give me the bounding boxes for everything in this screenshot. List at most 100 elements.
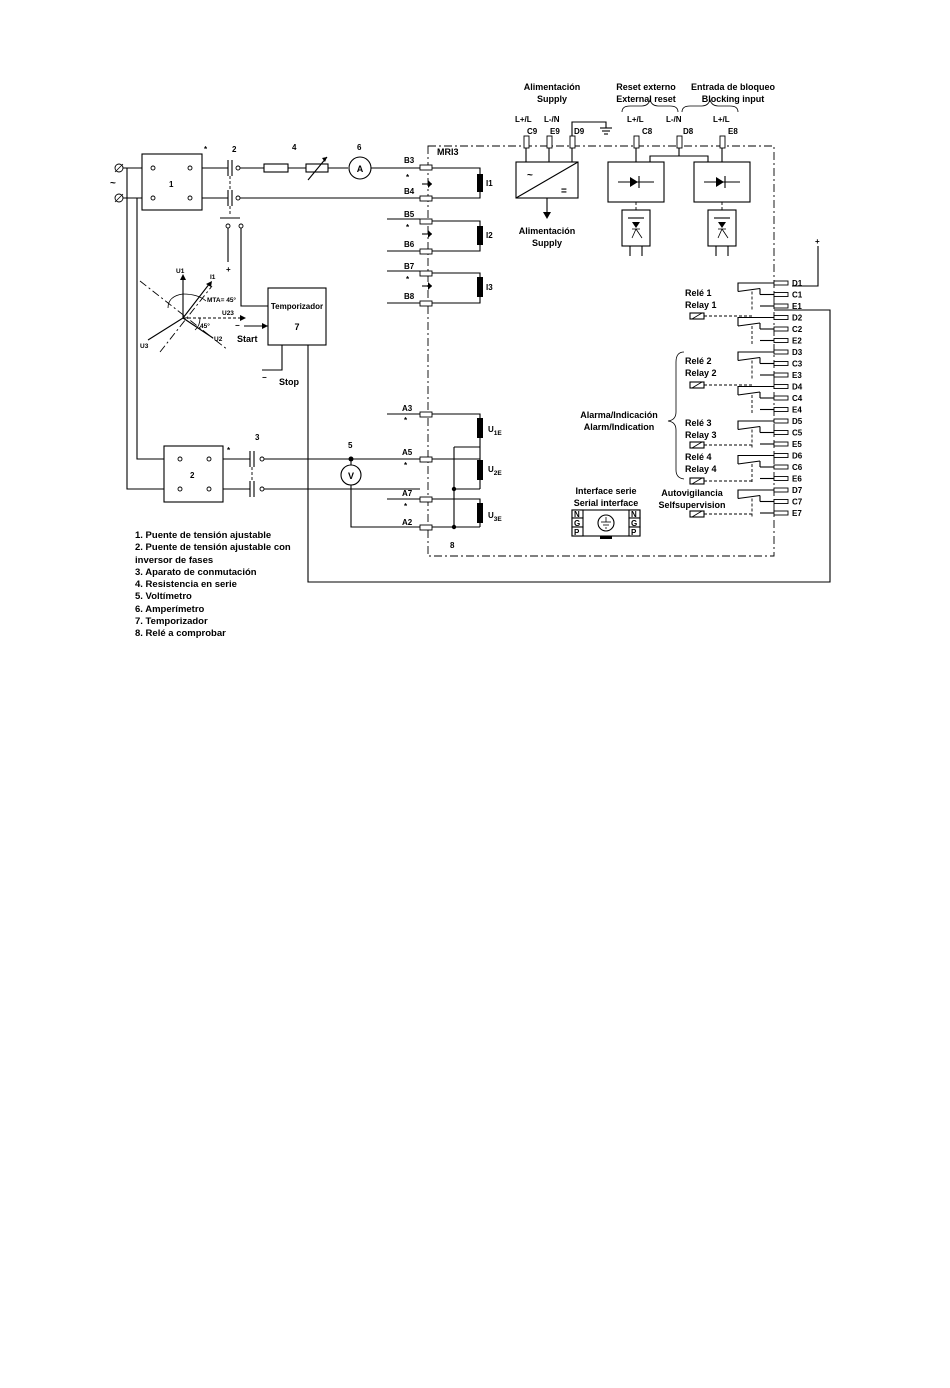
- voltage-input-u3e: U3E: [488, 511, 502, 523]
- blocking-title-es: Entrada de bloqueo: [691, 82, 776, 92]
- supply-title-en: Supply: [537, 94, 567, 104]
- legend-item: inversor de fases: [135, 554, 214, 566]
- terminal-socket: [773, 510, 789, 516]
- terminal-d9: D9: [574, 127, 585, 136]
- terminal-c9: C9: [527, 127, 538, 136]
- terminal-e1: E1: [792, 302, 802, 311]
- source-section: ~ 1 * 2 + 4 6: [110, 143, 420, 307]
- terminal-a2: A2: [402, 518, 413, 527]
- relay-1-en: Relay 1: [685, 300, 717, 310]
- terminal-d3: D3: [792, 348, 803, 357]
- supply-term-lplus: L+/L: [515, 115, 532, 124]
- svg-text:*: *: [404, 502, 408, 511]
- serial-g-right: G: [631, 519, 637, 528]
- terminal-socket: [773, 338, 789, 343]
- terminal-socket: [773, 292, 789, 297]
- phasor-mta: MTA= 45°: [207, 296, 236, 304]
- earth-circle-icon: [597, 514, 615, 532]
- timer-stop: Stop: [279, 377, 299, 387]
- bridge-2-number: 2: [190, 471, 195, 480]
- terminal-c2: C2: [792, 325, 803, 334]
- serial-interface: Interface serie Serial interface N G P N…: [571, 486, 641, 539]
- dc-symbol: =: [561, 186, 567, 197]
- diode-icon: [716, 177, 724, 187]
- legend-item: 3. Aparato de conmutación: [135, 566, 257, 578]
- digital-inputs-section: Reset externo External reset Entrada de …: [607, 82, 776, 256]
- terminal-socket: [773, 441, 789, 447]
- device-number: 8: [450, 541, 455, 550]
- current-input-i2: I2: [486, 231, 493, 240]
- supply-title-es: Alimentación: [524, 82, 581, 92]
- output-plus-sign: +: [815, 237, 820, 246]
- terminal-c8: C8: [642, 127, 653, 136]
- device-label: MRI3: [437, 147, 459, 157]
- voltage-inputs: A3 * A5 * A7 * A2 U1E U2E U3E: [387, 404, 502, 531]
- arrow-down-icon: [543, 212, 551, 219]
- relay-4-es: Relé 4: [685, 452, 712, 462]
- series-resistor: [263, 163, 289, 173]
- terminal-socket: [773, 487, 789, 493]
- terminal-e3: E3: [792, 371, 802, 380]
- legend-item: 5. Voltímetro: [135, 591, 192, 603]
- alarm-label-es: Alarma/Indicación: [580, 410, 658, 420]
- bridge-2-star: *: [227, 446, 231, 455]
- timer-start: Start: [237, 334, 258, 344]
- reset-title-es: Reset externo: [616, 82, 676, 92]
- relay-2-es: Relé 2: [685, 356, 712, 366]
- ac-source-tilde: ~: [110, 178, 116, 189]
- relay-2-en: Relay 2: [685, 368, 717, 378]
- timer-minus-sign: −: [235, 321, 240, 330]
- serial-n-left: N: [574, 510, 580, 519]
- relay-4-en: Relay 4: [685, 464, 717, 474]
- resistor-number: 4: [292, 143, 297, 152]
- serial-n-right: N: [631, 510, 637, 519]
- current-input-i1: I1: [486, 179, 493, 188]
- terminal-b8: B8: [404, 292, 415, 301]
- supply-inner-en: Supply: [532, 238, 562, 248]
- legend-item: 7. Temporizador: [135, 616, 208, 628]
- terminal-d1: D1: [792, 279, 803, 288]
- relay-1-es: Relé 1: [685, 288, 712, 298]
- reset-term-lplus: L+/L: [627, 115, 644, 124]
- legend-item: 4. Resistencia en serie: [135, 579, 237, 591]
- voltmeter-symbol: V: [348, 471, 354, 481]
- terminal-d2: D2: [792, 314, 803, 323]
- timer-number: 7: [294, 322, 299, 332]
- terminal-d5: D5: [792, 417, 803, 426]
- terminal-d4: D4: [792, 383, 803, 392]
- terminal-socket: [773, 384, 789, 389]
- serial-title-en: Serial interface: [574, 498, 639, 508]
- diode-icon: [630, 177, 638, 187]
- terminal-b6: B6: [404, 240, 415, 249]
- adjustable-voltage-bridge-2: [163, 445, 224, 503]
- terminal-socket: [773, 418, 789, 424]
- selfsup-label-en: Selfsupervision: [658, 500, 725, 510]
- terminal-socket: [773, 372, 789, 378]
- terminal-c1: C1: [792, 291, 803, 300]
- terminal-e8: E8: [728, 127, 738, 136]
- relay-3-en: Relay 3: [685, 430, 717, 440]
- terminal-socket: [773, 407, 789, 412]
- bridge-1-star: *: [204, 145, 208, 154]
- timer-stop-minus: −: [262, 373, 267, 382]
- terminal-d7: D7: [792, 486, 803, 495]
- current-inputs: B3 * B4 I1 B5 * B6 I2 B7 * B8: [387, 156, 493, 307]
- terminal-d6: D6: [792, 452, 803, 461]
- ammeter-symbol: A: [357, 164, 364, 174]
- terminal-socket: [773, 349, 789, 355]
- adjustable-voltage-bridge-1: [141, 153, 203, 211]
- phasor-u3: U3: [140, 343, 149, 350]
- terminal-a3: A3: [402, 404, 413, 413]
- svg-text:*: *: [406, 173, 410, 182]
- terminal-e7: E7: [792, 509, 802, 518]
- terminal-socket: [773, 499, 789, 504]
- phasor-diagram: U1 I1 U3 U2 U23 MTA= 45° 45°: [139, 268, 246, 353]
- ac-symbol: ~: [527, 170, 533, 181]
- supply-inner-es: Alimentación: [519, 226, 576, 236]
- terminal-socket: [773, 464, 789, 470]
- phasor-u1: U1: [176, 268, 185, 275]
- switch-3-number: 3: [255, 433, 260, 442]
- terminal-e6: E6: [792, 475, 802, 484]
- serial-title-es: Interface serie: [575, 486, 636, 496]
